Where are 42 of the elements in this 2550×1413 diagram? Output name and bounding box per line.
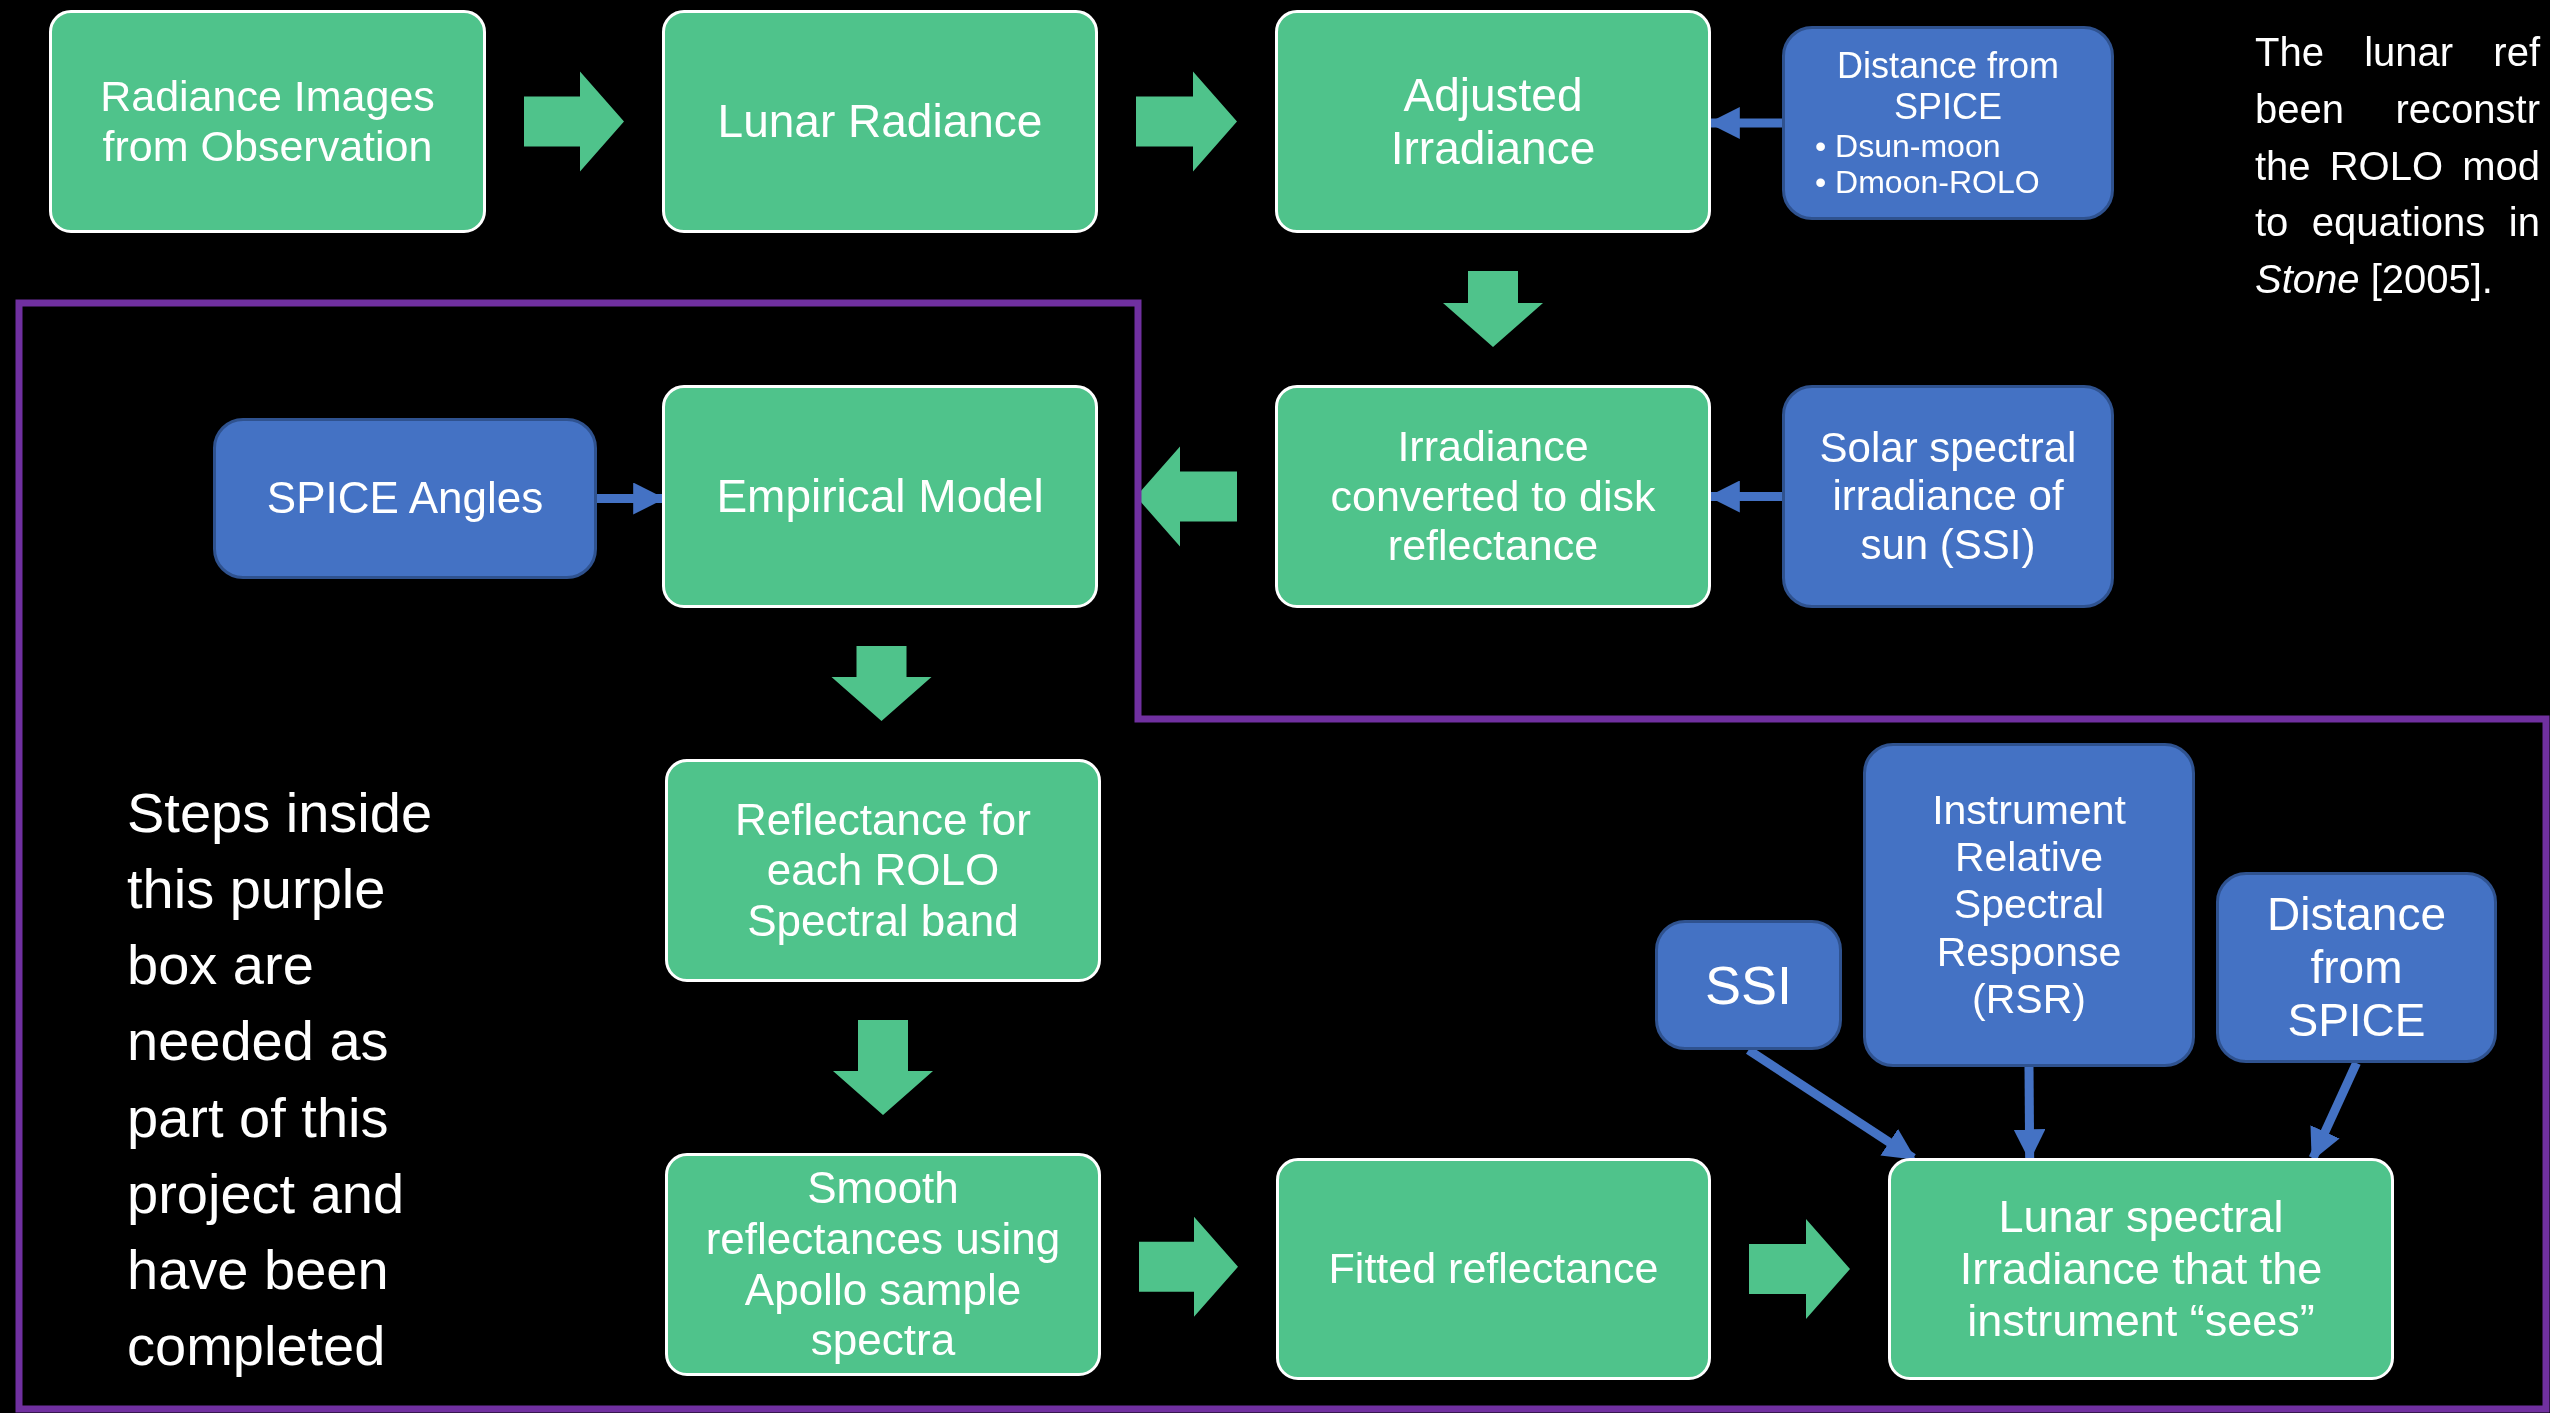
box-label: Lunar spectral Irradiance that the instrument “sees” (1958, 1191, 2324, 1347)
process-box (662, 10, 1098, 233)
box-label: Radiance Images from Observation (99, 72, 436, 171)
block-arrow (524, 71, 624, 172)
block-arrow (1136, 71, 1237, 172)
box-label: Instrument Relative Spectral Response (RSR) (1931, 787, 2127, 1023)
input-box (2216, 872, 2497, 1063)
box-label: Reflectance for each ROLO Spectral band (734, 794, 1032, 947)
box-label: Solar spectral irradiance of sun (SSI) (1818, 424, 2078, 569)
bullet-item: • Dsun-moon (1815, 127, 2002, 165)
note-text: Steps inside this purple box are needed as part of this project and have been completed (127, 780, 434, 1380)
process-box (49, 10, 486, 233)
box-label: Irradiance converted to disk reflectance (1329, 422, 1657, 571)
process-box (662, 385, 1098, 608)
note-text: The lunar ref been reconstr the ROLO mod to equations in Stone [2005]. (2255, 29, 2540, 304)
box-label: Fitted reflectance (1328, 1244, 1659, 1294)
input-box (1782, 26, 2114, 220)
block-arrow (1139, 1216, 1238, 1317)
box-label: Empirical Model (716, 470, 1044, 523)
block-arrow (831, 646, 932, 721)
box-label: SPICE Angles (266, 473, 544, 524)
box-label: Smooth reflectances using Apollo sample spectra (704, 1163, 1062, 1366)
block-arrow (1749, 1219, 1850, 1319)
process-box (1276, 1158, 1711, 1380)
bullet-item: • Dmoon-ROLO (1815, 164, 2041, 202)
input-box (1782, 385, 2114, 608)
process-box (1888, 1158, 2394, 1380)
process-box (665, 759, 1101, 982)
input-box (1863, 743, 2195, 1067)
box-label: Adjusted Irradiance (1389, 68, 1597, 175)
block-arrow (1443, 271, 1543, 347)
box-label: Distance from SPICE (2266, 888, 2447, 1047)
process-box (665, 1153, 1101, 1376)
process-box (1275, 385, 1711, 608)
input-box (213, 418, 597, 579)
box-label: SSI (1704, 953, 1792, 1017)
group-outline (15, 299, 2550, 1413)
block-arrow (833, 1020, 933, 1115)
box-label: Distance from SPICE (1835, 44, 2061, 128)
input-box (1655, 920, 1842, 1050)
box-label: Lunar Radiance (717, 95, 1043, 148)
process-box (1275, 10, 1711, 233)
